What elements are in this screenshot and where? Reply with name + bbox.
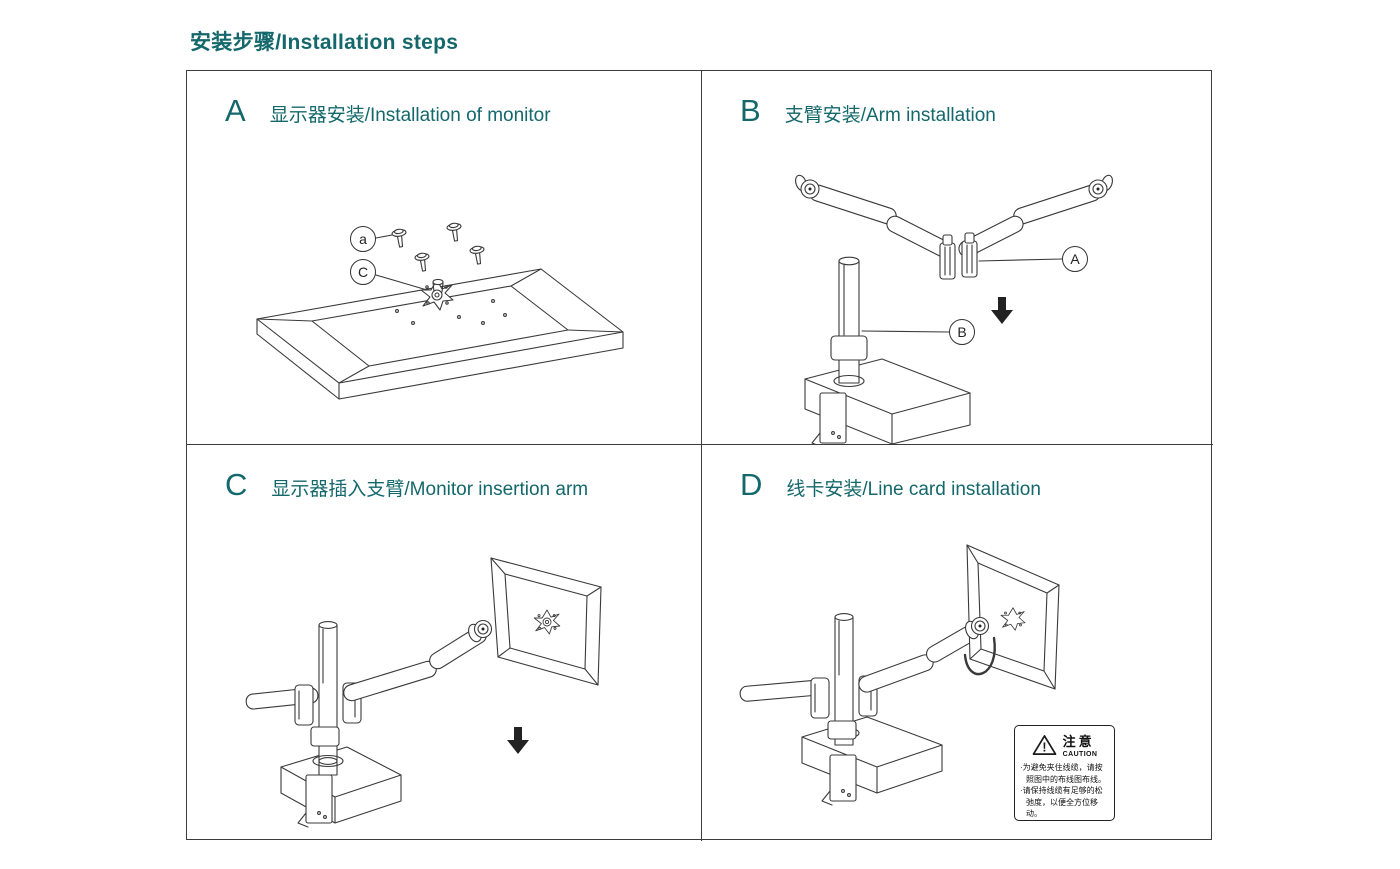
caution-box: ! 注意 CAUTION ·为避免夹住线缆，请按照图中的布线图布线。 ·请保持线… <box>1014 725 1115 821</box>
callout-c-label: C <box>357 264 369 280</box>
warning-triangle-icon: ! <box>1032 734 1057 755</box>
right-arm <box>958 174 1113 278</box>
monitor-flat-illustration <box>256 222 624 400</box>
callout-arm-a: A <box>1062 246 1088 272</box>
callout-c: C <box>350 259 376 285</box>
panel-d-header: D 线卡安装/Line card installation <box>740 469 1041 501</box>
panel-divider-vertical <box>701 71 702 841</box>
screws <box>391 222 485 272</box>
figure-frame: a C A 显示器安装/Installation of monitor <box>186 70 1213 841</box>
callout-pole-b: B <box>949 319 975 345</box>
caution-line-1: ·为避免夹住线缆，请按照图中的布线图布线。 <box>1020 763 1106 784</box>
down-arrow-icon <box>991 297 1013 324</box>
panel-b-letter: B <box>740 93 761 128</box>
down-arrow-icon <box>507 727 529 754</box>
svg-text:!: ! <box>1042 740 1046 754</box>
vesa-plate <box>420 278 454 311</box>
vesa-plate <box>1000 607 1026 631</box>
caution-line-2: ·请保持线缆有足够的松弛度，以便全方位移动。 <box>1020 786 1103 819</box>
monitor-insertion-illustration <box>245 557 602 828</box>
vesa-plate <box>533 609 561 635</box>
arm-and-pole-illustration <box>795 174 1113 444</box>
panel-b-header: B 支臂安装/Arm installation <box>740 95 996 127</box>
callout-pole-b-label: B <box>957 324 967 340</box>
panel-a-title: 显示器安装/Installation of monitor <box>269 105 551 126</box>
panel-d-title: 线卡安装/Line card installation <box>786 479 1041 500</box>
panel-a-header: A 显示器安装/Installation of monitor <box>225 95 551 127</box>
panel-d: ! 注意 CAUTION ·为避免夹住线缆，请按照图中的布线图布线。 ·请保持线… <box>702 445 1213 841</box>
page-title: 安装步骤/Installation steps <box>190 31 459 54</box>
panel-d-letter: D <box>740 467 763 502</box>
panel-c-header: C 显示器插入支臂/Monitor insertion arm <box>225 469 588 501</box>
left-arm <box>795 174 956 280</box>
caution-title-cn: 注意 <box>1062 734 1095 749</box>
panel-c-letter: C <box>225 467 248 502</box>
panel-a-letter: A <box>225 93 246 128</box>
callout-arm-a-label: A <box>1070 251 1080 267</box>
callout-a: a <box>350 226 376 252</box>
caution-text: ·为避免夹住线缆，请按照图中的布线图布线。 ·请保持线缆有足够的松弛度，以便全方… <box>1020 762 1109 820</box>
assembled-arm-cable-illustration <box>739 544 1060 806</box>
panel-a: a C A 显示器安装/Installation of monitor <box>187 71 701 444</box>
panel-c: C 显示器插入支臂/Monitor insertion arm <box>187 445 701 841</box>
caution-title-en: CAUTION <box>1062 751 1098 758</box>
panel-b: A B B 支臂安装/Arm installation <box>702 71 1213 444</box>
cable-loop <box>963 636 996 676</box>
panel-b-title: 支臂安装/Arm installation <box>784 105 996 126</box>
panel-divider-horizontal <box>187 444 1213 445</box>
callout-a-label: a <box>359 231 367 247</box>
panel-c-title: 显示器插入支臂/Monitor insertion arm <box>271 479 589 500</box>
